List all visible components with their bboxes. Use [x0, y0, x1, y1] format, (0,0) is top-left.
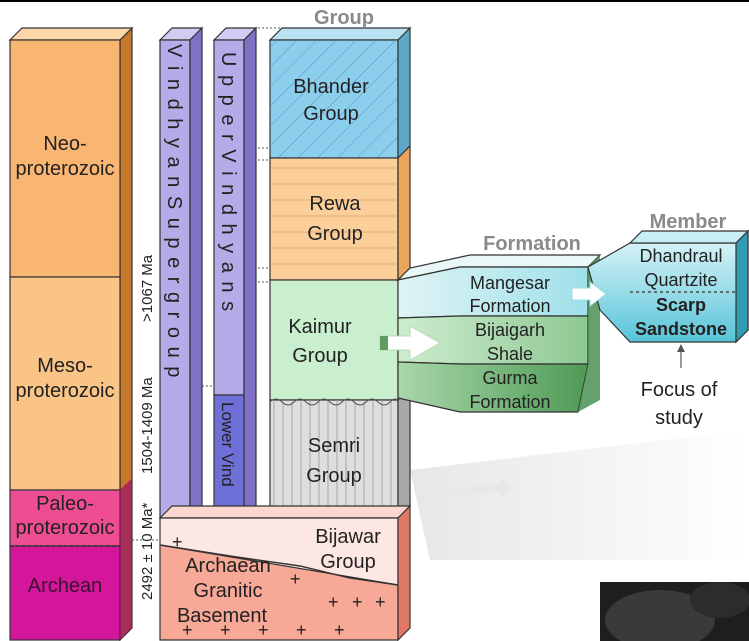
gurma-label-1: Gurma: [482, 368, 538, 388]
header-member: Member: [650, 211, 727, 233]
age-1067: >1067 Ma: [139, 254, 156, 322]
scarp-label-1: Scarp: [656, 295, 706, 315]
plus-mark: +: [258, 620, 269, 640]
header-formation: Formation: [483, 233, 581, 255]
floor-shadow: [410, 430, 749, 560]
age-2492: 2492 ± 10 Ma*: [139, 502, 156, 600]
plus-mark: +: [352, 592, 363, 612]
gurma-label-2: Formation: [469, 392, 550, 412]
upper-vindhyans-label: U p p e r V i n d h y a n s: [217, 52, 239, 313]
era-neo-line1: Neo-: [43, 133, 86, 155]
basement-plus-marks: + + + + + + + + + +: [172, 532, 386, 640]
bijaigarh-label-1: Bijaigarh: [475, 320, 545, 340]
plus-mark: +: [334, 620, 345, 640]
focus-arrow-head: [677, 344, 685, 352]
dhandraul-label-1: Dhandraul: [639, 246, 722, 266]
bijawar-label-1: Bijawar: [315, 526, 381, 548]
semri-label-1: Semri: [308, 435, 360, 457]
mangesar-label-2: Formation: [469, 296, 550, 316]
upper-lower-vindhyans-column: [212, 26, 258, 520]
photo-thumbnail-corner: [600, 582, 749, 641]
lower-vindhyans-label: Lower Vind: [218, 402, 237, 487]
member-block: [587, 229, 749, 344]
plus-mark: +: [290, 569, 301, 589]
archaean-label-3: Basement: [177, 605, 267, 627]
plus-mark: +: [328, 592, 339, 612]
basement-block: [158, 504, 412, 641]
era-neo-line2: proterozoic: [16, 158, 115, 180]
semri-label-2: Group: [306, 465, 362, 487]
kaimur-label-2: Group: [292, 345, 348, 367]
age-1504-1409: 1504-1409 Ma: [139, 377, 156, 474]
bijawar-label-2: Group: [320, 551, 376, 573]
mangesar-label-1: Mangesar: [470, 273, 550, 293]
kaimur-label-1: Kaimur: [288, 316, 352, 338]
era-meso-line1: Meso-: [37, 355, 93, 377]
archaean-label-1: Archaean: [185, 555, 271, 577]
era-column: [8, 26, 134, 641]
shadow-arrow: [448, 478, 512, 498]
plus-mark: +: [375, 592, 386, 612]
header-group: Group: [314, 7, 374, 29]
bijaigarh-label-2: Shale: [487, 344, 533, 364]
era-meso-line2: proterozoic: [16, 380, 115, 402]
era-paleo-line2: proterozoic: [16, 517, 115, 539]
formation-block: [396, 254, 602, 413]
focus-label-2: study: [655, 407, 703, 429]
vindhyan-supergroup-label: V i n d h y a n S u p e r g r o u p: [163, 44, 185, 379]
plus-mark: +: [220, 620, 231, 640]
rewa-label-1: Rewa: [309, 193, 361, 215]
dhandraul-label-2: Quartzite: [644, 270, 717, 290]
era-archean: Archean: [28, 575, 103, 597]
archaean-label-2: Granitic: [194, 580, 263, 602]
vindhyan-supergroup-column: [158, 26, 204, 520]
bhander-label-2: Group: [303, 103, 359, 125]
bhander-label-1: Bhander: [293, 76, 369, 98]
era-paleo-line1: Paleo-: [36, 493, 94, 515]
plus-mark: +: [182, 620, 193, 640]
focus-label-1: Focus of: [641, 379, 718, 401]
group-column: [268, 26, 412, 520]
plus-mark: +: [296, 620, 307, 640]
scarp-label-2: Sandstone: [635, 319, 727, 339]
kaimur-arrow-tail: [380, 336, 388, 350]
formation-to-member-arrow: [571, 281, 607, 307]
rewa-label-2: Group: [307, 223, 363, 245]
plus-mark: +: [172, 532, 183, 552]
